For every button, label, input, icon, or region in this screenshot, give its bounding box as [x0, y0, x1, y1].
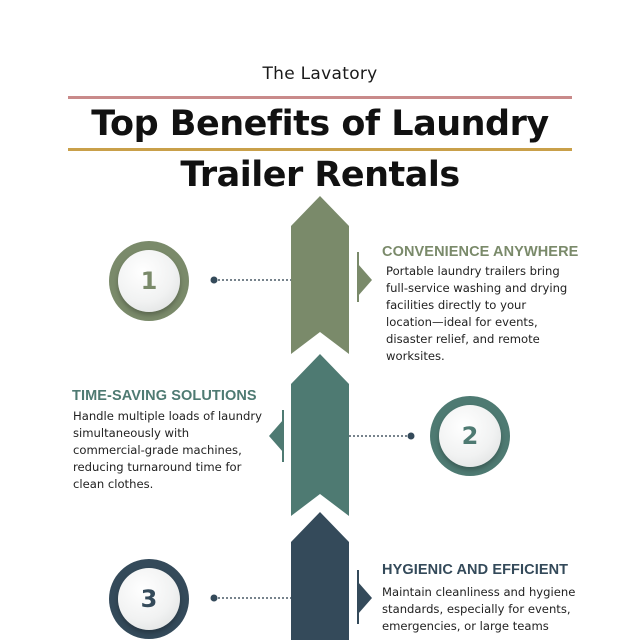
spine-segment-2 — [291, 354, 349, 516]
step-description-2: Handle multiple loads of laundry simulta… — [73, 409, 262, 491]
pointer-arrow-2 — [269, 420, 283, 452]
step-heading-2: TIME-SAVING SOLUTIONS — [72, 388, 257, 404]
spine-segment-3 — [291, 512, 349, 640]
brand-name: The Lavatory — [262, 64, 378, 84]
step-number-1: 1 — [140, 267, 158, 295]
title-rule-top — [68, 96, 572, 99]
pointer-arrow-3 — [358, 582, 372, 614]
step-number-3: 3 — [140, 585, 158, 613]
page-title-line-2: Trailer Rentals — [180, 155, 460, 195]
connector-dot-3 — [210, 594, 218, 602]
step-description-3: Maintain cleanliness and hygiene standar… — [382, 585, 576, 633]
step-badge-2: 2 — [430, 396, 510, 476]
step-description-1: Portable laundry trailers bring full-ser… — [386, 264, 568, 363]
step-badge-3: 3 — [109, 559, 189, 639]
page-title-line-1: Top Benefits of Laundry — [91, 104, 549, 144]
step-heading-3: HYGIENIC AND EFFICIENT — [382, 562, 569, 578]
step-badge-1: 1 — [109, 241, 189, 321]
step-number-2: 2 — [461, 422, 479, 450]
spine-segment-1 — [291, 196, 349, 354]
pointer-arrow-1 — [358, 264, 372, 296]
title-rule-bottom — [68, 148, 572, 151]
connector-dot-2 — [407, 432, 415, 440]
step-heading-1: CONVENIENCE ANYWHERE — [382, 244, 579, 260]
connector-dot-1 — [210, 276, 218, 284]
